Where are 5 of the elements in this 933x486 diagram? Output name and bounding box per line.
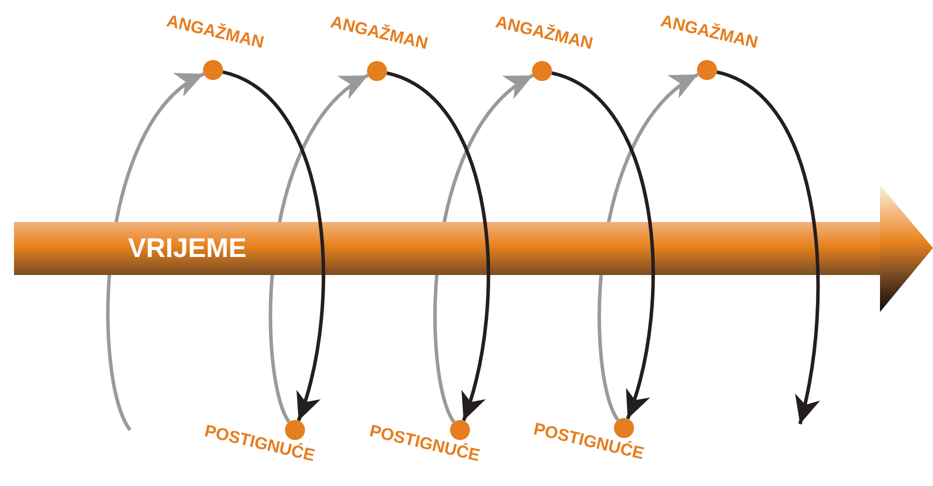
curved-arrow	[551, 71, 655, 420]
curved-arrow	[386, 71, 490, 422]
curved-arrow	[222, 70, 326, 422]
timeline-label: VRIJEME	[128, 235, 247, 262]
curved-arrow	[716, 70, 820, 424]
